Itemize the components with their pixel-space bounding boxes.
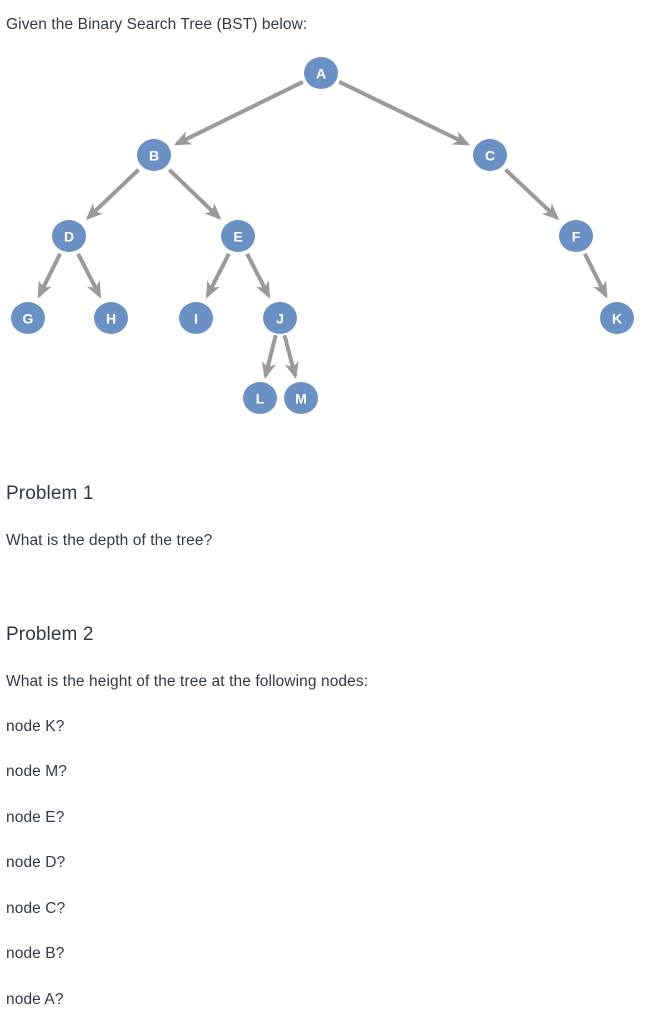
tree-edge-j-m [282, 334, 299, 380]
tree-edge-c-f [504, 168, 560, 221]
tree-edge-layer [37, 80, 608, 380]
tree-node-h[interactable]: H [94, 302, 128, 334]
tree-node-circle-f [559, 220, 593, 252]
problem-1-question: What is the depth of the tree? [6, 532, 213, 549]
tree-node-circle-g [11, 302, 45, 334]
tree-edge-f-k [583, 252, 608, 299]
tree-node-circle-e [221, 220, 255, 252]
node-question-c: node C? [6, 900, 66, 917]
tree-node-circle-l [243, 382, 277, 414]
node-question-b: node B? [6, 945, 65, 962]
tree-node-circle-h [94, 302, 128, 334]
problem-2-question: What is the height of the tree at the fo… [6, 673, 369, 690]
tree-node-circle-d [52, 220, 86, 252]
tree-edge-a-c [338, 80, 471, 146]
tree-node-m[interactable]: M [284, 382, 318, 414]
tree-node-circle-k [600, 302, 634, 334]
tree-node-i[interactable]: I [179, 302, 213, 334]
tree-edge-b-e [167, 168, 222, 220]
tree-node-l[interactable]: L [243, 382, 277, 414]
node-question-e: node E? [6, 809, 65, 826]
tree-node-c[interactable]: C [473, 139, 507, 171]
node-question-d: node D? [6, 854, 66, 871]
problem-2-heading: Problem 2 [6, 624, 94, 645]
tree-edge-j-l [261, 334, 278, 380]
tree-node-circle-b [137, 139, 171, 171]
tree-node-circle-i [179, 302, 213, 334]
tree-node-d[interactable]: D [52, 220, 86, 252]
node-question-a: node A? [6, 991, 64, 1008]
tree-node-circle-m [284, 382, 318, 414]
tree-node-circle-a [304, 57, 338, 89]
problem-1-heading: Problem 1 [6, 483, 94, 504]
tree-edge-e-j [245, 252, 271, 299]
tree-node-circle-j [263, 302, 297, 334]
tree-edge-b-d [85, 168, 140, 221]
tree-node-j[interactable]: J [263, 302, 297, 334]
node-question-m: node M? [6, 763, 68, 780]
tree-node-b[interactable]: B [137, 139, 171, 171]
tree-node-circle-c [473, 139, 507, 171]
node-question-k: node K? [6, 718, 65, 735]
tree-edge-d-g [37, 252, 62, 299]
tree-node-a[interactable]: A [304, 57, 338, 89]
tree-node-f[interactable]: F [559, 220, 593, 252]
tree-node-g[interactable]: G [11, 302, 45, 334]
tree-edge-e-i [205, 252, 231, 299]
tree-node-e[interactable]: E [221, 220, 255, 252]
tree-node-k[interactable]: K [600, 302, 634, 334]
tree-edge-d-h [76, 252, 102, 299]
intro-text: Given the Binary Search Tree (BST) below… [6, 16, 308, 33]
tree-edge-a-b [173, 80, 304, 146]
